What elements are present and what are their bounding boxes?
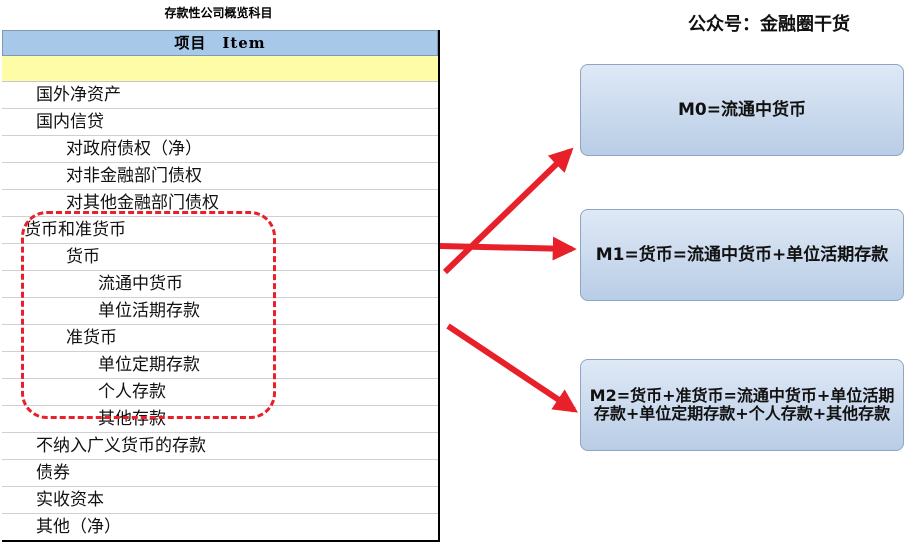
highlight-dashed-region bbox=[21, 211, 276, 419]
table-subheader bbox=[2, 56, 438, 82]
table-row: 对政府债权（净） bbox=[2, 136, 438, 163]
table-row: 国内信贷 bbox=[2, 109, 438, 136]
table-row: 个人存款 bbox=[2, 379, 438, 406]
table-row: 准货币 bbox=[2, 325, 438, 352]
accounts-table: 项目 Item 国外净资产 国内信贷 对政府债权（净） 对非金融部门债权 对其他… bbox=[2, 30, 440, 542]
arrow-to-m0 bbox=[442, 147, 574, 275]
table-row: 国外净资产 bbox=[2, 82, 438, 109]
arrow-to-m1 bbox=[439, 236, 577, 261]
table-row: 单位活期存款 bbox=[2, 298, 438, 325]
table-row: 不纳入广义货币的存款 bbox=[2, 433, 438, 460]
box-m1: M1=货币=流通中货币+单位活期存款 bbox=[580, 209, 904, 301]
table-row: 对其他金融部门债权 bbox=[2, 190, 438, 217]
table-row: 债券 bbox=[2, 460, 438, 487]
box-m0: M0=流通中货币 bbox=[580, 64, 904, 156]
table-row: 其他存款 bbox=[2, 406, 438, 433]
table-row: 单位定期存款 bbox=[2, 352, 438, 379]
box-m2: M2=货币+准货币=流通中货币+单位活期存款+单位定期存款+个人存款+其他存款 bbox=[580, 359, 904, 451]
watermark-text: 公众号：金融圈干货 bbox=[688, 14, 850, 35]
table-row: 流通中货币 bbox=[2, 271, 438, 298]
table-row: 实收资本 bbox=[2, 487, 438, 514]
table-row: 对非金融部门债权 bbox=[2, 163, 438, 190]
table-row: 货币 bbox=[2, 244, 438, 271]
table-title: 存款性公司概览科目 bbox=[164, 6, 273, 20]
table-row: 货币和准货币 bbox=[2, 217, 438, 244]
arrow-to-m2 bbox=[446, 323, 578, 413]
table-header: 项目 Item bbox=[2, 30, 438, 56]
table-row: 其他（净） bbox=[36, 517, 121, 537]
